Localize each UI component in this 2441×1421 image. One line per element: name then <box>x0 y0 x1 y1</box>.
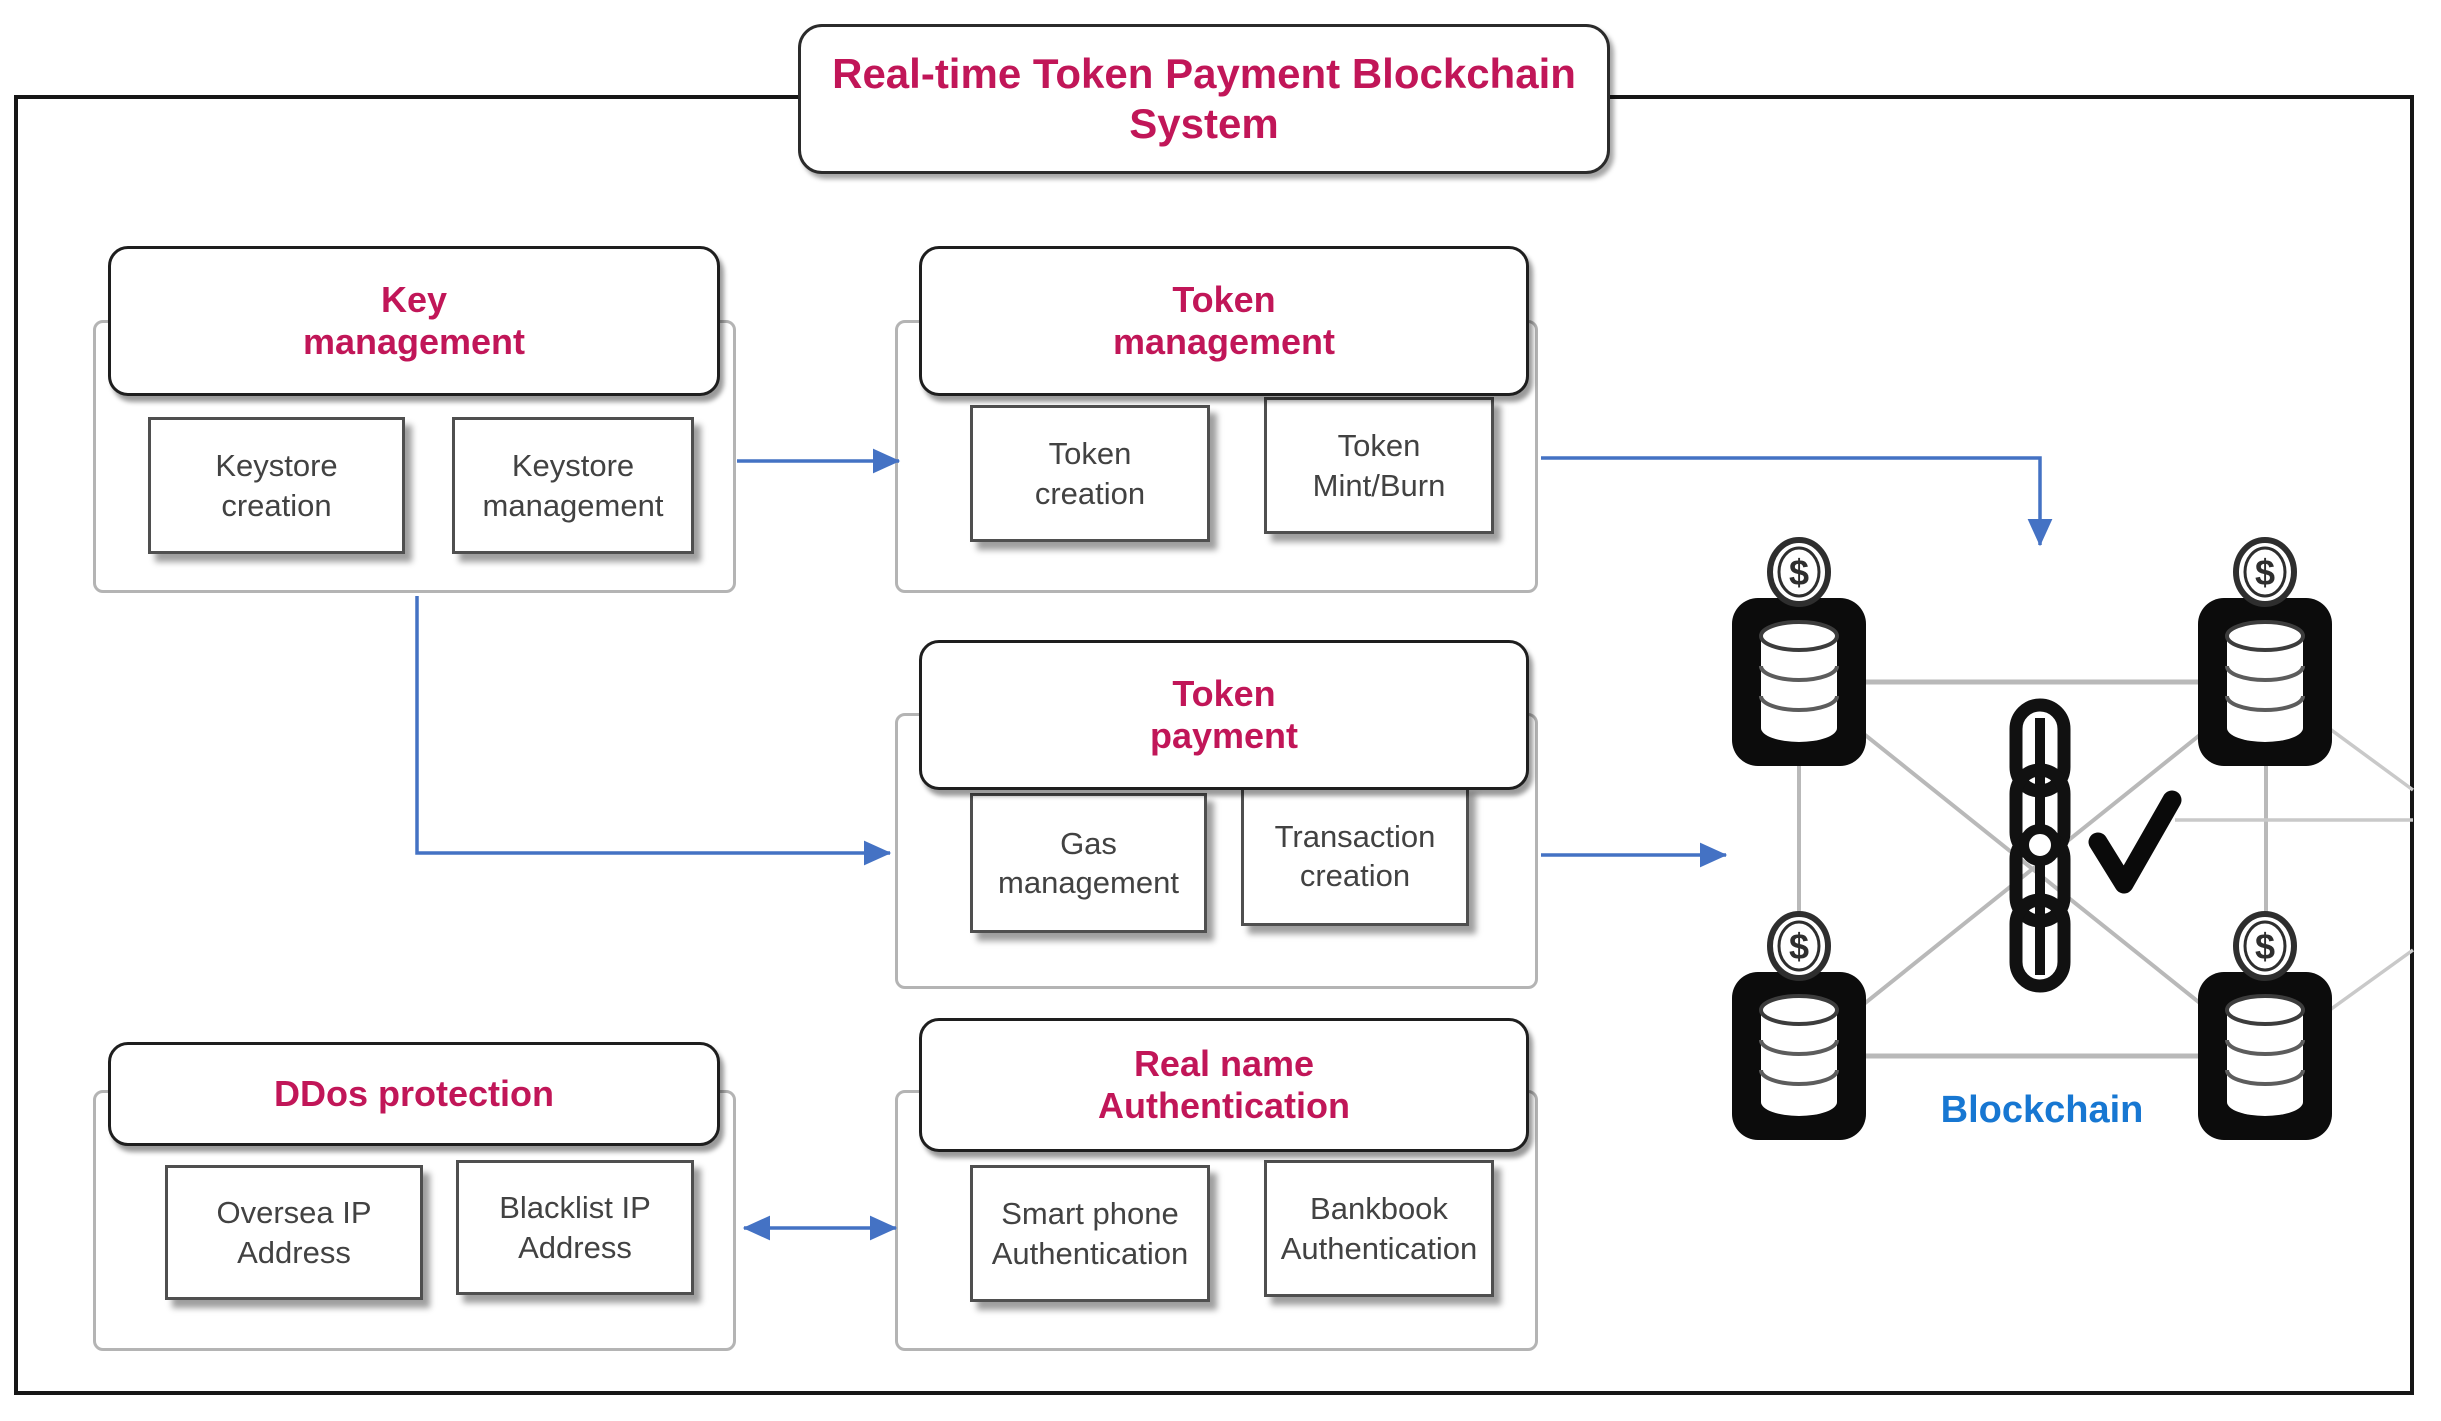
diagram-title-box: Real-time Token Payment Blockchain Syste… <box>798 24 1610 174</box>
group-title-key-management: Key management <box>302 279 526 362</box>
box-keystore-creation-label: Keystore creation <box>215 448 338 523</box>
box-oversea-ip-address: Oversea IP Address <box>165 1165 423 1300</box>
box-token-creation: Token creation <box>970 405 1210 542</box>
group-header-key-management: Key management <box>108 246 720 396</box>
box-token-mint-burn: Token Mint/Burn <box>1264 397 1494 534</box>
group-header-token-management: Token management <box>919 246 1529 396</box>
group-header-real-name-authentication: Real name Authentication <box>919 1018 1529 1152</box>
group-header-token-payment: Token payment <box>919 640 1529 790</box>
box-smart-phone-authentication-label: Smart phone Authentication <box>991 1196 1189 1271</box>
group-header-ddos-protection: DDos protection <box>108 1042 720 1146</box>
group-title-token-management: Token management <box>1112 279 1336 362</box>
box-gas-management-label: Gas management <box>998 825 1179 900</box>
box-keystore-creation: Keystore creation <box>148 417 405 554</box>
box-bankbook-authentication-label: Bankbook Authentication <box>1280 1191 1478 1266</box>
diagram-title: Real-time Token Payment Blockchain Syste… <box>832 50 1576 147</box>
box-keystore-management-label: Keystore management <box>482 448 664 523</box>
box-blacklist-ip-address: Blacklist IP Address <box>456 1160 694 1295</box>
box-token-creation-label: Token creation <box>1034 436 1146 511</box>
box-blacklist-ip-address-label: Blacklist IP Address <box>499 1190 651 1265</box>
group-title-ddos-protection: DDos protection <box>273 1073 554 1115</box>
box-bankbook-authentication: Bankbook Authentication <box>1264 1160 1494 1297</box>
box-smart-phone-authentication: Smart phone Authentication <box>970 1165 1210 1302</box>
group-title-real-name-authentication: Real name Authentication <box>1098 1043 1350 1126</box>
box-keystore-management: Keystore management <box>452 417 694 554</box>
box-gas-management: Gas management <box>970 793 1207 933</box>
box-oversea-ip-address-label: Oversea IP Address <box>216 1195 372 1270</box>
box-token-mint-burn-label: Token Mint/Burn <box>1312 428 1446 503</box>
box-transaction-creation-label: Transaction creation <box>1274 818 1436 893</box>
group-title-token-payment: Token payment <box>1149 673 1299 756</box>
box-transaction-creation: Transaction creation <box>1241 786 1469 926</box>
